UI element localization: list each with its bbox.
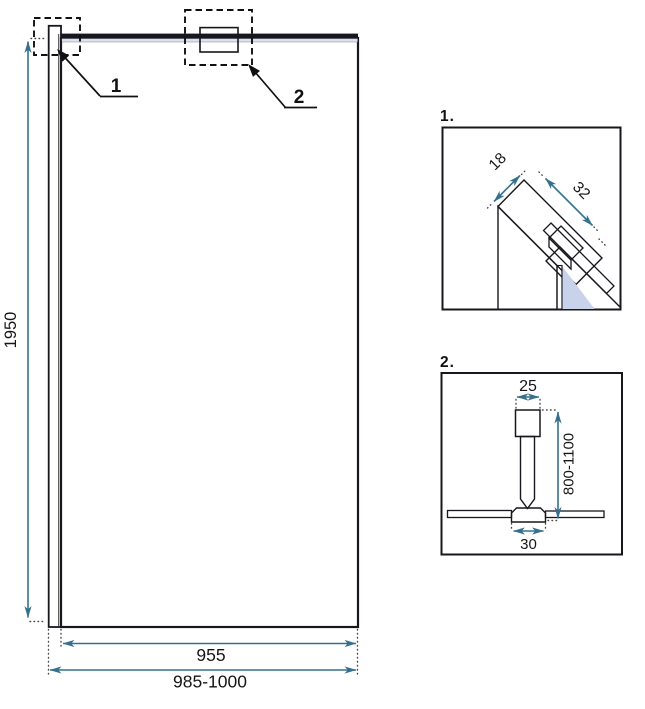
d1-dim-depth-ext-2 [520, 168, 528, 176]
d1-dim-depth: 18 [486, 150, 528, 209]
bar-bracket [199, 26, 239, 53]
detail-marker-box-2 [184, 9, 253, 66]
top-support-bar [61, 33, 358, 39]
callout-2-label: 2 [294, 87, 305, 108]
dim-widths: 955 985-1000 [47, 628, 359, 692]
detail-2-view: 2. 25 800-1100 30 [440, 354, 623, 556]
detail-1-drawing [497, 179, 620, 309]
callout-1-label: 1 [111, 76, 122, 97]
d1-glass-panel [545, 246, 620, 309]
wall-profile [47, 24, 62, 628]
d2-dim-base-width-label: 30 [520, 536, 537, 553]
d1-dim-face-line [544, 177, 594, 227]
dim-height: 1950 [2, 37, 48, 623]
d1-channel-lip-top [548, 225, 584, 261]
d2-foot-base [510, 507, 547, 523]
main-view: 1 2 1950 955 985-1000 [2, 9, 360, 692]
callout-2: 2 [248, 64, 317, 109]
d1-dim-depth-ext-1 [486, 202, 494, 209]
d1-dim-depth-label: 18 [486, 150, 510, 174]
callout-1-arrowhead-icon [57, 49, 70, 62]
callout-2-arrowhead-icon [248, 64, 260, 77]
d2-dim-arm-length: 800-1100 [541, 409, 578, 522]
d1-dim-face-label: 32 [569, 179, 593, 203]
d2-arm-cap [514, 409, 541, 438]
d2-dim-base-width: 30 [510, 522, 547, 553]
detail-marker-box-1 [33, 17, 81, 56]
dim-glass-width-label: 955 [196, 645, 225, 665]
d1-dim-face-ext-1 [538, 171, 545, 178]
d2-dim-arm-length-label: 800-1100 [561, 433, 578, 495]
detail-2-title: 2. [440, 354, 455, 371]
callout-2-leader [254, 71, 286, 108]
dim-height-label: 1950 [2, 312, 20, 349]
detail-1-view: 1. 18 [440, 108, 622, 311]
detail-1-box [441, 126, 622, 311]
d1-dim-face-ext-3 [598, 238, 608, 248]
d2-glass-bar-left [446, 509, 513, 519]
d1-channel-lip-side [548, 236, 572, 271]
d1-glass-in-channel [562, 266, 595, 309]
d2-dim-arm-width: 25 [515, 378, 541, 410]
detail-2-box [440, 372, 623, 556]
top-bar-lower-edge [61, 38, 358, 43]
d2-glass-bar-right [544, 510, 605, 519]
d1-profile-front-face [497, 204, 558, 309]
callout-1: 1 [57, 49, 138, 98]
d1-dim-depth-line [493, 174, 521, 203]
callout-1-leader [63, 55, 101, 97]
glass-panel [59, 36, 360, 629]
d2-dim-arm-width-label: 25 [519, 378, 537, 395]
detail-1-title: 1. [440, 108, 455, 125]
d2-support-arm [519, 435, 536, 510]
d1-dim-face-ext-2 [593, 226, 600, 233]
dim-total-width-label: 985-1000 [173, 672, 247, 692]
